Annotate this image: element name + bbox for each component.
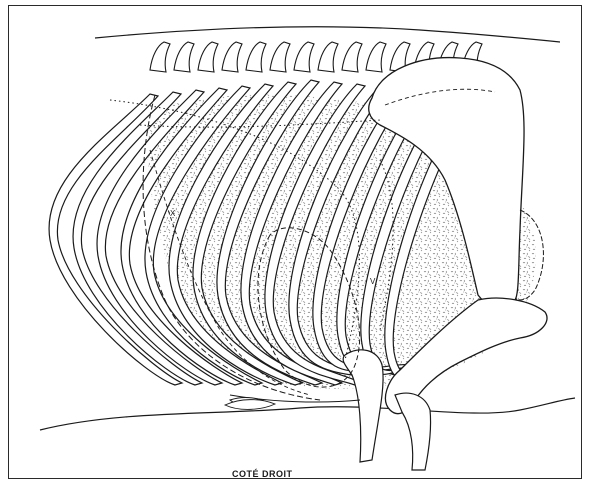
vertebra-process: [294, 42, 314, 72]
vertebra-process: [366, 42, 386, 72]
vertebra-process: [270, 42, 290, 72]
belly-contour: [40, 398, 575, 430]
vertebra-process: [222, 42, 242, 72]
vertebra-process: [246, 42, 266, 72]
vertebra-process: [342, 42, 362, 72]
back-contour: [95, 27, 560, 42]
figure-caption: COTÉ DROIT: [232, 469, 293, 479]
vertebra-process: [198, 42, 218, 72]
marker-v-label: V: [370, 277, 375, 286]
forearm-2: [395, 393, 431, 470]
vertebra-process: [174, 42, 194, 72]
vertebra-process: [318, 42, 338, 72]
vertebra-process: [150, 42, 170, 72]
forearm: [343, 350, 383, 462]
marker-x-label: X: [170, 209, 175, 218]
